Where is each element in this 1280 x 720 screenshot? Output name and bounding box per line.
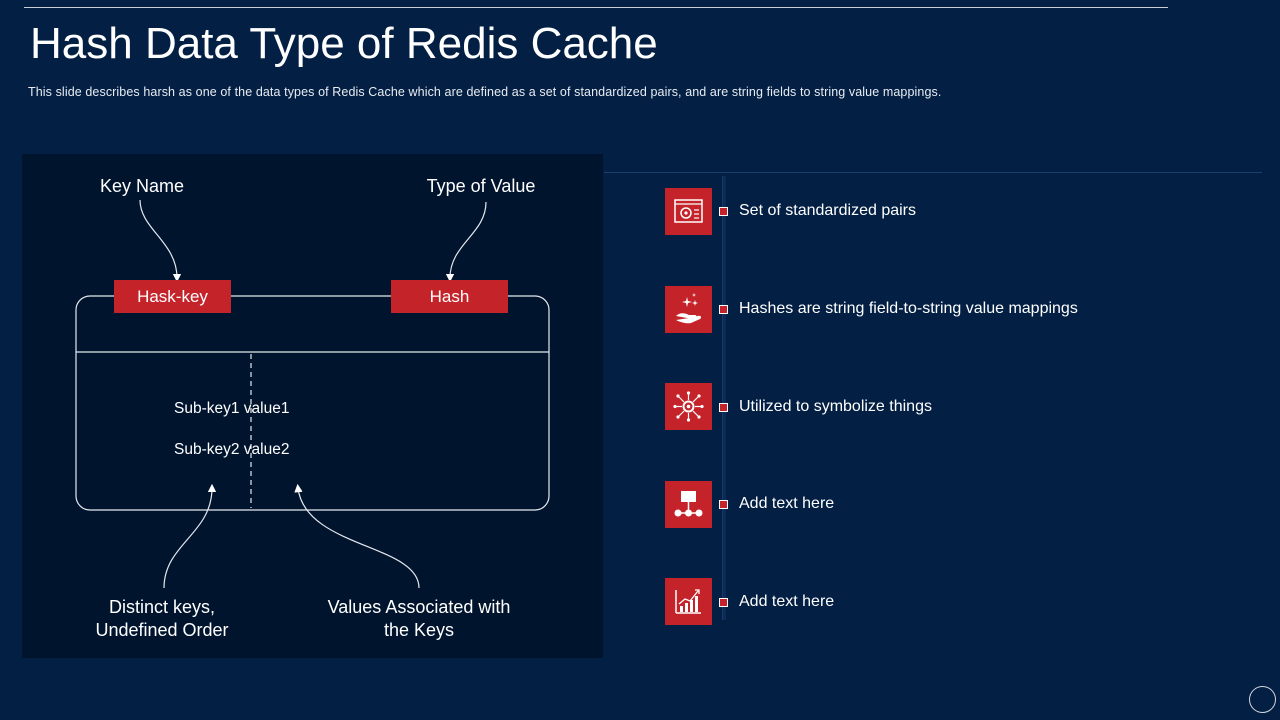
browser-settings-icon xyxy=(665,188,712,235)
distinct-keys-line1: Distinct keys, xyxy=(108,597,216,617)
type-of-value-label: Type of Value xyxy=(426,176,536,196)
distinct-keys-label: Distinct keys, Undefined Order xyxy=(72,596,252,642)
feature-bullet xyxy=(719,500,728,509)
hash-tag: Hash xyxy=(391,280,508,313)
feature-text-2: Hashes are string field-to-string value … xyxy=(739,300,1078,317)
values-associated-line2: the Keys xyxy=(383,620,455,640)
values-associated-label: Values Associated with the Keys xyxy=(314,596,524,642)
sub-key2-line: Sub-key2 value2 xyxy=(174,441,290,458)
top-rule xyxy=(24,7,1168,8)
hand-sparkle-icon xyxy=(665,286,712,333)
key-name-arrow xyxy=(139,199,182,283)
hash-box xyxy=(75,295,550,511)
hash-key-tag: Hask-key xyxy=(114,280,231,313)
values-associated-line1: Values Associated with xyxy=(327,597,511,617)
values-arrow xyxy=(294,483,420,589)
sub-key1-line: Sub-key1 value1 xyxy=(174,400,290,417)
slide-title: Hash Data Type of Redis Cache xyxy=(30,19,658,68)
growth-chart-icon xyxy=(665,578,712,625)
feature-text-1: Set of standardized pairs xyxy=(739,202,916,219)
feature-bullet xyxy=(719,305,728,314)
gear-network-icon xyxy=(665,383,712,430)
distinct-keys-line2: Undefined Order xyxy=(95,620,229,640)
feature-timeline-line xyxy=(722,176,726,620)
feature-bullet xyxy=(719,403,728,412)
slide-subtitle: This slide describes harsh as one of the… xyxy=(28,85,942,99)
feature-bullet xyxy=(719,207,728,216)
feature-text-5: Add text here xyxy=(739,593,835,610)
hash-diagram-panel: Key Name Type of Value Hask-key Hash Sub… xyxy=(22,154,603,658)
feature-text-4: Add text here xyxy=(739,495,835,512)
key-name-label: Key Name xyxy=(99,176,185,196)
type-of-value-arrow xyxy=(445,201,487,283)
distinct-keys-arrow xyxy=(163,483,217,589)
network-hierarchy-icon xyxy=(665,481,712,528)
feature-bullet xyxy=(719,598,728,607)
diagram-lines xyxy=(75,199,550,589)
feature-text-3: Utilized to symbolize things xyxy=(739,398,932,415)
slide-nav-button[interactable] xyxy=(1249,686,1276,713)
section-divider xyxy=(604,172,1262,173)
